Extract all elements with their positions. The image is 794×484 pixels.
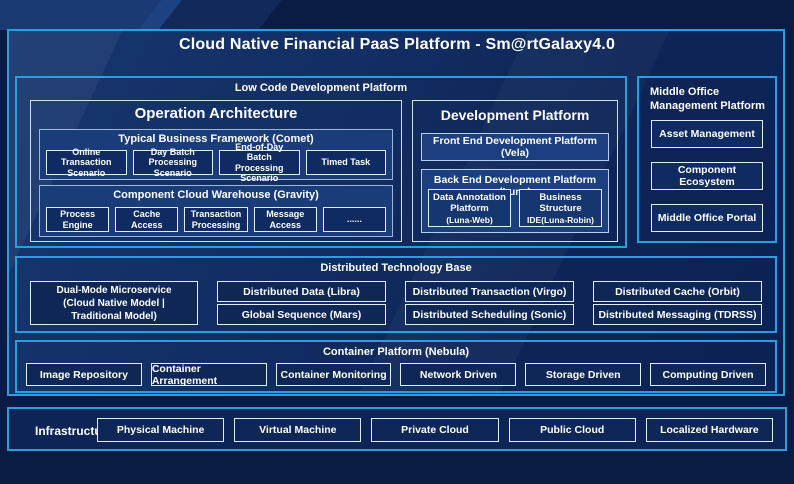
typical-business-framework-group: Typical Business Framework (Comet) Onlin… [39, 129, 393, 183]
container-platform-section: Container Platform (Nebula) Image Reposi… [15, 340, 777, 393]
gravity-item-transaction-processing: Transaction Processing [184, 207, 248, 232]
comet-title: Typical Business Framework (Comet) [118, 133, 314, 145]
image-repository-box: Image Repository [26, 363, 142, 386]
distributed-data-box: Distributed Data (Libra) [217, 281, 386, 302]
front-end-development-platform-box: Front End Development Platform (Vela) [421, 133, 609, 161]
comet-item-online-transaction: Online Transaction Scenario [46, 147, 127, 178]
page-title: Cloud Native Financial PaaS Platform - S… [178, 36, 616, 53]
distributed-scheduling-box: Distributed Scheduling (Sonic) [405, 304, 574, 325]
back-end-development-platform-group: Back End Development Platform (Luna) Dat… [421, 169, 609, 233]
distributed-transaction-box: Distributed Transaction (Virgo) [405, 281, 574, 302]
dual-mode-microservice-box: Dual-Mode Microservice (Cloud Native Mod… [30, 281, 198, 325]
infrastructure-items-row: Physical Machine Virtual Machine Private… [97, 418, 774, 442]
data-annotation-platform-box: Data Annotation Platform (Luna-Web) [428, 189, 511, 227]
gravity-item-message-access: Message Access [253, 207, 317, 232]
distributed-column-1: Distributed Data (Libra) Global Sequence… [217, 281, 386, 325]
business-structure-line3: IDE(Luna-Robin) [526, 214, 595, 225]
operation-architecture-group: Operation Architecture Typical Business … [30, 100, 402, 242]
global-sequence-box: Global Sequence (Mars) [217, 304, 386, 325]
gravity-item-ellipsis: ...... [322, 207, 387, 232]
distributed-items-row: Dual-Mode Microservice (Cloud Native Mod… [30, 281, 762, 325]
dual-mode-line1: Dual-Mode Microservice [56, 284, 172, 296]
infrastructure-label: Infrastructure [35, 424, 114, 438]
development-platform-group: Development Platform Front End Developme… [412, 100, 618, 242]
low-code-section-label: Low Code Development Platform [234, 82, 408, 94]
container-platform-label: Container Platform (Nebula) [322, 346, 470, 358]
business-structure-line1: Business [539, 192, 582, 203]
network-driven-box: Network Driven [400, 363, 517, 386]
storage-driven-box: Storage Driven [525, 363, 642, 386]
virtual-machine-box: Virtual Machine [234, 418, 362, 442]
middle-office-portal-box: Middle Office Portal [651, 204, 763, 232]
comet-items-row: Online Transaction Scenario Day Batch Pr… [46, 142, 386, 183]
business-structure-ide-box: Business Structure IDE(Luna-Robin) [519, 189, 602, 227]
business-structure-line2: Structure [539, 203, 582, 215]
data-annotation-line3: (Luna-Web) [446, 214, 493, 225]
gravity-title: Component Cloud Warehouse (Gravity) [113, 189, 319, 201]
development-platform-title: Development Platform [440, 107, 590, 123]
physical-machine-box: Physical Machine [97, 418, 225, 442]
container-platform-items-row: Image Repository Container Arrangement C… [26, 363, 766, 387]
data-annotation-line1: Data Annotation [432, 192, 506, 203]
container-monitoring-box: Container Monitoring [275, 363, 392, 386]
asset-management-box: Asset Management [651, 120, 763, 148]
private-cloud-box: Private Cloud [371, 418, 499, 442]
gravity-item-cache-access: Cache Access [115, 207, 179, 232]
component-cloud-warehouse-group: Component Cloud Warehouse (Gravity) Proc… [39, 185, 393, 237]
operation-architecture-title: Operation Architecture [134, 105, 298, 122]
data-annotation-line2: Platform [450, 203, 489, 215]
comet-item-timed-task: Timed Task [305, 150, 386, 175]
gravity-item-process-engine: Process Engine [46, 207, 110, 232]
distributed-column-3: Distributed Cache (Orbit) Distributed Me… [593, 281, 762, 325]
computing-driven-box: Computing Driven [650, 363, 766, 386]
infrastructure-section: Infrastructure Physical Machine Virtual … [7, 407, 787, 451]
distributed-messaging-box: Distributed Messaging (TDRSS) [593, 304, 762, 325]
header-diagonal-decoration-faint [138, 0, 282, 30]
header-diagonal-decoration [0, 0, 182, 30]
distributed-section-label: Distributed Technology Base [320, 262, 472, 274]
dual-mode-line2: (Cloud Native Model | Traditional Model) [63, 297, 165, 322]
localized-hardware-box: Localized Hardware [645, 418, 774, 442]
low-code-development-platform-section: Low Code Development Platform Operation … [15, 76, 627, 248]
distributed-technology-base-section: Distributed Technology Base Dual-Mode Mi… [15, 256, 777, 333]
distributed-column-2: Distributed Transaction (Virgo) Distribu… [405, 281, 574, 325]
gravity-items-row: Process Engine Cache Access Transaction … [46, 207, 387, 232]
back-end-items-row: Data Annotation Platform (Luna-Web) Busi… [428, 189, 602, 227]
middle-office-label: Middle Office Management Platform [650, 86, 765, 112]
comet-item-day-batch: Day Batch Processing Scenario [132, 147, 213, 178]
container-arrangement-box: Container Arrangement [150, 363, 267, 387]
component-ecosystem-box: Component Ecosystem [651, 162, 763, 190]
distributed-cache-box: Distributed Cache (Orbit) [593, 281, 762, 302]
public-cloud-box: Public Cloud [508, 418, 636, 442]
middle-office-management-platform-section: Middle Office Management Platform Asset … [637, 76, 777, 243]
comet-item-end-of-day-batch: End-of-Day Batch Processing Scenario [219, 142, 300, 183]
